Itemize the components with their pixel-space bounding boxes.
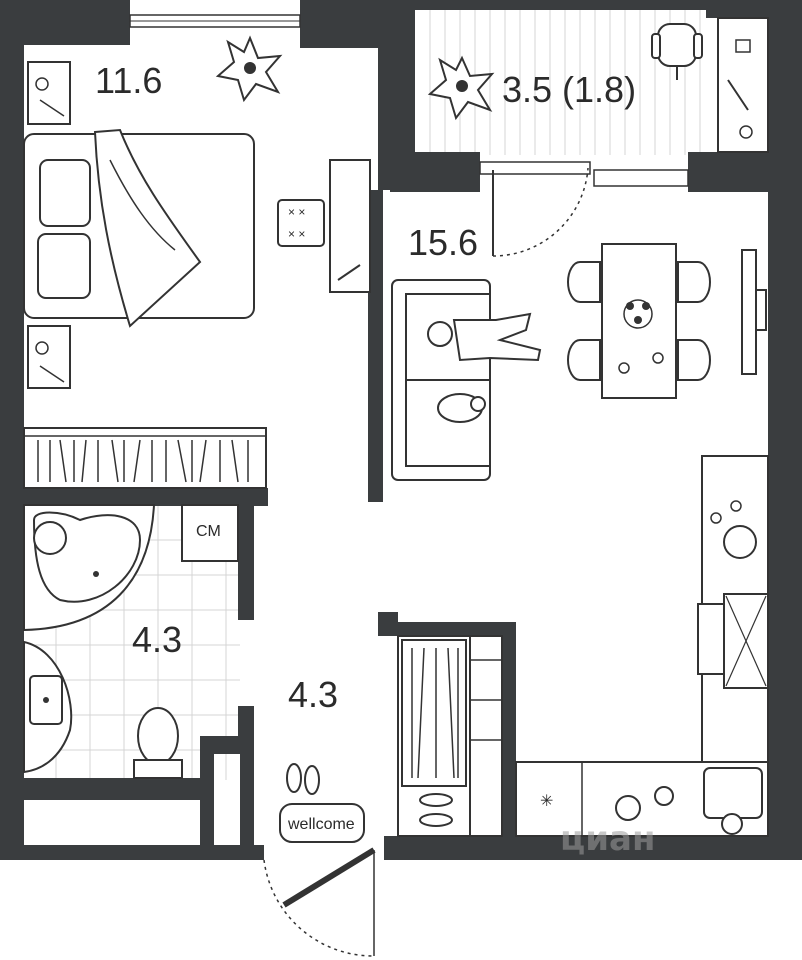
flowers-icon (623, 299, 653, 329)
svg-text:× ×: × × (288, 205, 305, 219)
toilet-icon (133, 707, 183, 779)
washing-machine (181, 504, 239, 562)
person-icon (427, 312, 542, 362)
bathroom-area: 4.3 (132, 619, 182, 660)
bed-blanket (93, 128, 202, 328)
balcony-plant-icon (427, 55, 495, 121)
kitchen-sink (703, 767, 763, 819)
living-area: 15.6 (408, 222, 478, 263)
svg-text:✳: ✳ (540, 793, 553, 810)
windows (129, 14, 689, 187)
bedroom-desk (329, 159, 371, 293)
office-chair-icon (651, 23, 703, 80)
doors (263, 167, 589, 957)
bedroom-area: 11.6 (95, 60, 162, 101)
bedroom-ottoman (277, 199, 325, 247)
plant-icon (215, 35, 283, 103)
dining-chairs (567, 261, 711, 381)
bathroom-fixtures (23, 504, 239, 779)
nightstand-bottom (27, 325, 71, 389)
nightstand-top (27, 61, 71, 125)
hallway-furniture (279, 635, 503, 843)
kitchen: ✳ (515, 455, 769, 837)
pillow-2 (37, 233, 91, 299)
slippers-icon (286, 763, 320, 795)
hallway-area: 4.3 (288, 674, 338, 715)
washer-label: CM (196, 523, 221, 540)
room-labels: 11.6 3.5 (1.8) 15.6 4.3 4.3 CM wellcome … (95, 60, 655, 859)
bedroom-furniture: × × × × (23, 35, 371, 489)
balcony-area: 3.5 (1.8) (502, 69, 636, 110)
svg-text:× ×: × × (288, 227, 305, 241)
stove (723, 593, 769, 689)
living-furniture (391, 243, 767, 481)
tv-icon (741, 249, 767, 375)
wardrobe (23, 427, 267, 489)
walls (0, 0, 802, 860)
balcony-desk (717, 17, 769, 153)
doormat (279, 803, 365, 843)
pillow-1 (39, 159, 91, 227)
cat-icon (437, 393, 486, 423)
balcony-furniture (427, 17, 769, 153)
doormat-label: wellcome (287, 816, 355, 833)
watermark: циан (560, 819, 655, 859)
